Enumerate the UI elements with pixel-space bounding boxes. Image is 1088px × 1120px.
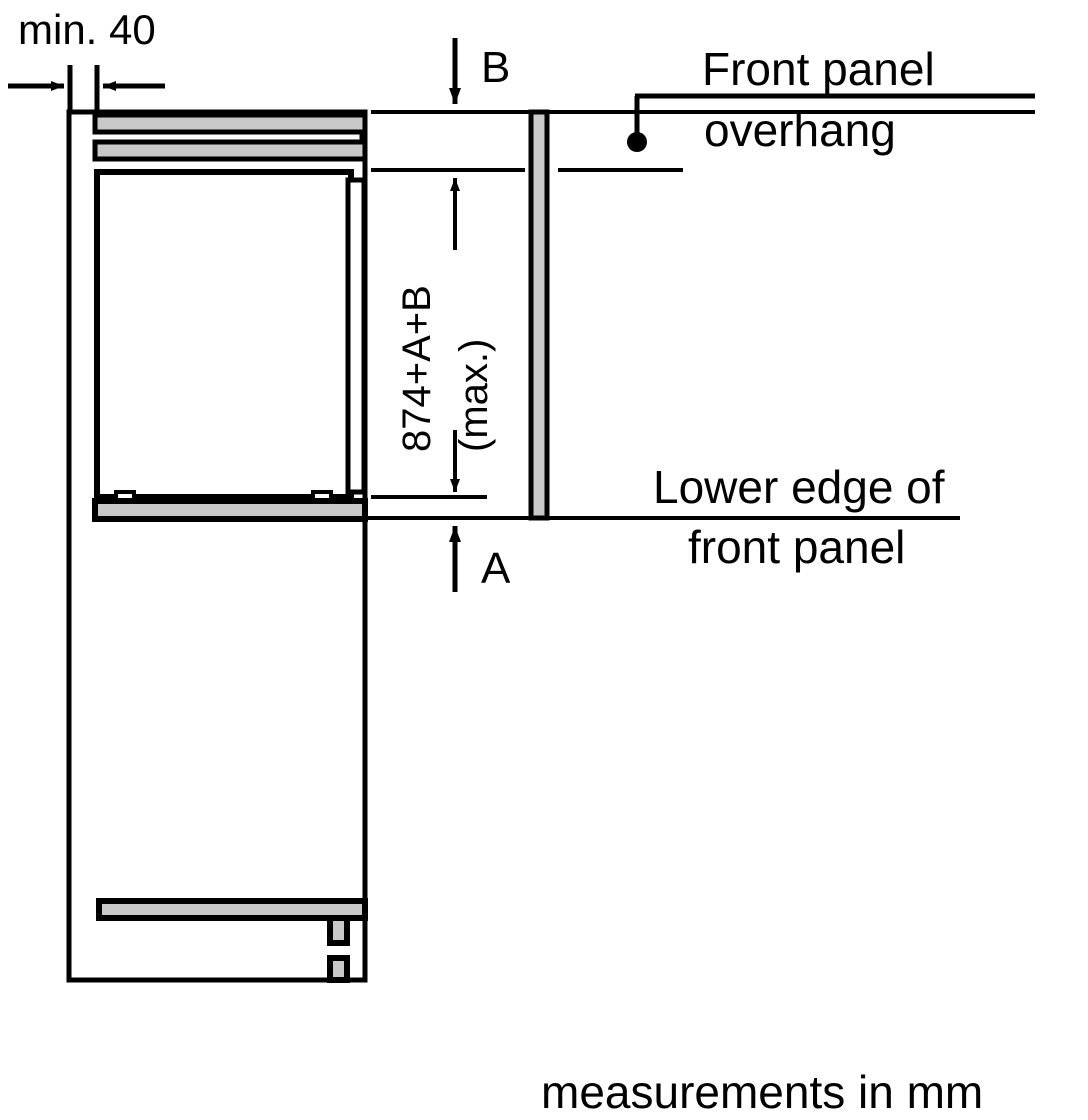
top-trim-bar-lower — [92, 139, 368, 162]
leader-front-panel-overhang — [627, 93, 1035, 152]
label-front-panel-overhang-line2: overhang — [704, 104, 896, 156]
base-plinth-bar — [92, 498, 368, 522]
lower-shelf-bar — [96, 898, 368, 921]
top-trim-bar-upper — [92, 112, 368, 135]
cabinet-outline — [66, 109, 368, 983]
inner-compartment — [94, 169, 354, 500]
label-lower-edge-line2: front panel — [688, 521, 905, 573]
door-seal-strip — [345, 177, 367, 495]
label-front-panel-overhang-line1: Front panel — [702, 43, 935, 95]
label-dim-a: A — [481, 544, 511, 593]
label-lower-edge-line1: Lower edge of — [653, 461, 945, 513]
label-total-height-qualifier: (max.) — [452, 339, 496, 452]
front-panel-strip — [528, 109, 550, 521]
label-units-note: measurements in mm — [541, 1066, 983, 1118]
lower-foot-lower — [327, 955, 350, 983]
lower-foot-upper — [327, 915, 350, 946]
dimension-min-gap — [8, 65, 165, 110]
label-min-gap: min. 40 — [18, 6, 156, 53]
label-dim-b: B — [481, 43, 510, 92]
label-total-height-value: 874+A+B — [395, 285, 439, 452]
